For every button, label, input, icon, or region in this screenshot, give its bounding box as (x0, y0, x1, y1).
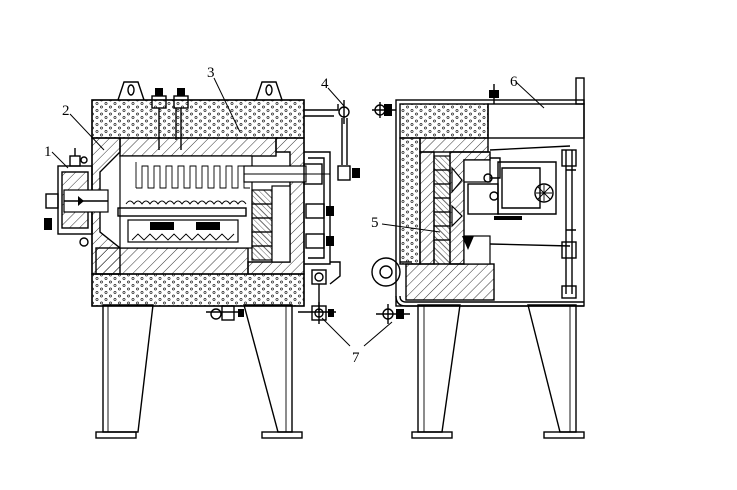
left-insulation-bottom (91, 273, 305, 307)
hearth-plate (117, 207, 247, 217)
callout-5: 5 (371, 215, 379, 231)
right-left-fittings (371, 102, 412, 324)
callout-7: 7 (352, 350, 360, 366)
right-door-mechanism (467, 145, 577, 299)
callout-2: 2 (62, 103, 70, 119)
right-roof-lining (419, 137, 489, 153)
left-brick-stack (251, 185, 291, 263)
heating-element-top (135, 162, 250, 189)
left-floor-lining (95, 247, 249, 275)
left-roof-lining (119, 137, 277, 157)
callout-1: 1 (44, 144, 52, 160)
right-base-lining (405, 263, 495, 301)
door-assembly (44, 148, 109, 247)
right-hatched-body (419, 151, 435, 265)
right-insulation-top (399, 103, 489, 139)
right-sectional-view (371, 77, 585, 439)
left-insulation-top (91, 99, 305, 139)
lifting-lugs (117, 81, 283, 101)
left-thermocouple (243, 163, 330, 185)
right-top-cover (487, 103, 585, 139)
top-terminals (151, 88, 189, 150)
tray (127, 219, 239, 243)
heating-element-lower (125, 200, 247, 205)
callout-6: 6 (510, 74, 518, 90)
left-pipework (304, 100, 360, 312)
left-bottom-valves (206, 302, 336, 324)
callouts: 1 2 3 4 5 6 7 (44, 65, 545, 366)
right-insulation-left (399, 137, 421, 265)
left-sectional-view (44, 81, 360, 439)
right-stand (411, 304, 585, 439)
right-brick-stack (433, 151, 491, 265)
callout-4: 4 (321, 76, 329, 92)
left-stand (95, 304, 303, 439)
callout-3: 3 (207, 65, 215, 81)
